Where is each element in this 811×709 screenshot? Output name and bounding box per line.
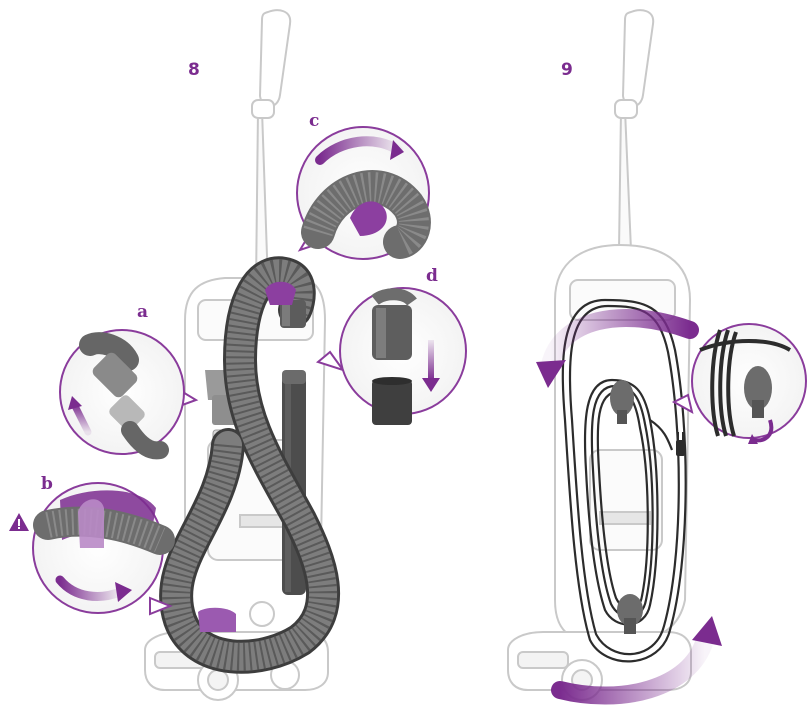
callout-label-d: d (426, 266, 438, 286)
step-number-9: 9 (561, 60, 573, 80)
callout-hook-detail (674, 324, 806, 444)
callout-b-bubble (33, 483, 170, 614)
callout-label-b: b (41, 474, 53, 494)
callout-label-a: a (137, 302, 148, 322)
warning-triangle-icon (8, 512, 30, 532)
step-number-8: 8 (188, 60, 200, 80)
hose-bottom-clip (198, 608, 236, 632)
vacuum-step-9 (508, 10, 691, 700)
callout-c-bubble (297, 127, 429, 259)
callout-label-c: c (309, 111, 319, 131)
callout-d-bubble (318, 288, 466, 425)
callout-a-bubble (60, 330, 196, 454)
